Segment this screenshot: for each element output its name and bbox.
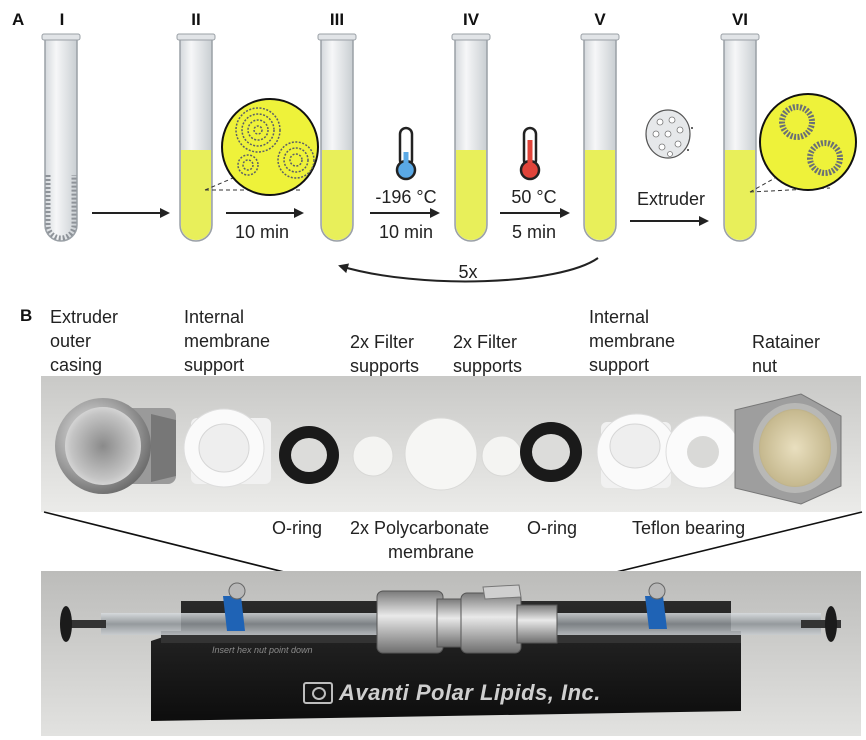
label-teflon-bearing: Teflon bearing <box>632 518 746 538</box>
label-retainer-nut: Ratainer nut <box>752 332 821 376</box>
tube-5 <box>580 33 620 242</box>
label-o-ring-left: O-ring <box>272 518 323 538</box>
step-2-temperature: -196 °C <box>375 187 437 207</box>
extruder-device-photo <box>41 571 861 736</box>
label-polycarbonate-membrane: 2x Polycarbonate membrane <box>350 518 490 562</box>
repeat-count: 5x <box>458 262 478 282</box>
tube-label-1: I <box>59 10 65 29</box>
label-filter-supports-right: 2x Filter supports <box>453 332 523 376</box>
device-instruction-text: Insert hex nut point down <box>212 645 313 655</box>
tube-2 <box>176 33 216 242</box>
step-2-time: 10 min <box>378 222 434 242</box>
cold-thermometer-icon <box>395 126 417 181</box>
zoom-unilamellar-vesicles <box>749 93 857 193</box>
label-internal-support-right: Internal membrane support <box>589 307 676 375</box>
label-outer-casing: Extruder outer casing <box>50 307 119 375</box>
label-o-ring-right: O-ring <box>527 518 578 538</box>
hot-thermometer-icon <box>519 126 541 181</box>
teflon-bearing-part <box>665 415 741 489</box>
tube-label-2: II <box>191 10 201 29</box>
filter-support-right-part <box>481 435 523 477</box>
polycarbonate-membrane-part <box>404 417 478 491</box>
step-1-time: 10 min <box>234 222 290 242</box>
o-ring-left-part <box>279 426 339 484</box>
zoom-multilamellar-vesicles <box>204 98 319 196</box>
brand-logo-icon <box>303 682 333 704</box>
parts-photo <box>41 376 861 512</box>
panel-b-letter: B <box>20 306 33 325</box>
process-arrows <box>92 208 709 283</box>
tube-4 <box>451 33 491 242</box>
outer-casing-part <box>55 398 176 494</box>
step-3-temperature: 50 °C <box>511 187 557 207</box>
tube-label-5: V <box>594 10 606 29</box>
retainer-nut-part <box>734 393 842 505</box>
filter-support-left-part <box>352 435 394 477</box>
panel-a-diagram <box>41 33 857 283</box>
panel-a-letter: A <box>12 10 25 29</box>
tube-label-3: III <box>329 10 345 29</box>
tube-6 <box>720 33 760 242</box>
brand-name: Avanti Polar Lipids, Inc. <box>339 680 601 705</box>
o-ring-right-part <box>520 422 582 482</box>
filter-membrane-icon <box>645 109 693 159</box>
step-3-time: 5 min <box>511 222 556 242</box>
tube-1 <box>41 33 81 242</box>
tube-label-6: VI <box>731 10 749 29</box>
label-internal-support-left: Internal membrane support <box>184 307 271 375</box>
tube-label-4: IV <box>462 10 480 29</box>
brand-logo: Avanti Polar Lipids, Inc. <box>303 680 601 706</box>
internal-support-right-part <box>596 413 678 491</box>
internal-support-left-part <box>183 408 271 488</box>
label-filter-supports-left: 2x Filter supports <box>350 332 420 376</box>
step-4-extruder: Extruder <box>636 189 706 209</box>
tube-3 <box>317 33 357 242</box>
